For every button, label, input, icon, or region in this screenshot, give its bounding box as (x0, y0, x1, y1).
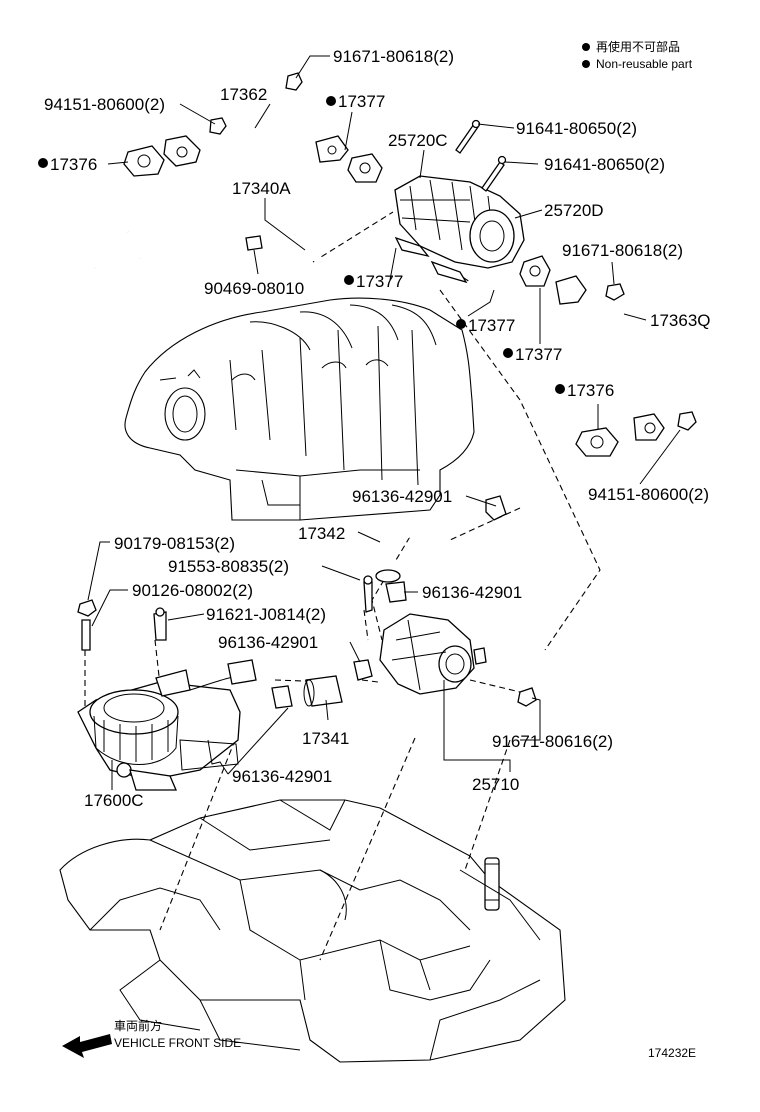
non-reusable-marker-icon (344, 275, 354, 285)
lower-parts-drawing (77, 495, 537, 791)
part-label: 91671-80618(2) (562, 241, 683, 260)
part-label: 96136-42901 (218, 633, 318, 652)
part-label: 94151-80600(2) (44, 95, 165, 114)
non-reusable-marker-icon (326, 96, 336, 106)
part-label: 90179-08153(2) (114, 534, 235, 553)
non-reusable-marker-icon (38, 158, 48, 168)
part-label: 17376 (567, 381, 614, 400)
part-label: 17342 (298, 524, 345, 543)
vehicle-front-label: VEHICLE FRONT SIDE (114, 1036, 241, 1050)
part-label: 91671-80616(2) (492, 732, 613, 751)
part-label: 90126-08002(2) (132, 581, 253, 600)
part-label: 25710 (472, 775, 519, 794)
diagram-id: 174232E (648, 1046, 696, 1060)
vehicle-front-label-jp: 車両前方 (114, 1018, 162, 1033)
part-label: 17377 (356, 272, 403, 291)
part-label: 17600C (84, 791, 144, 810)
part-label: 91641-80650(2) (544, 155, 665, 174)
non-reusable-marker-icon (456, 319, 466, 329)
engine-block-drawing (59, 799, 566, 1063)
vehicle-front-arrow-icon (62, 1034, 112, 1058)
part-label: 25720D (544, 201, 604, 220)
part-label: 17377 (468, 316, 515, 335)
part-label: 17341 (302, 729, 349, 748)
part-label: 17377 (515, 345, 562, 364)
legend-note-en: Non-reusable part (596, 57, 693, 71)
non-reusable-marker-icon (582, 60, 590, 68)
part-label: 17377 (338, 92, 385, 111)
non-reusable-markers (38, 96, 565, 394)
part-label: 90469-08010 (204, 279, 304, 298)
part-label: 91621-J0814(2) (206, 605, 326, 624)
footer: 車両前方 VEHICLE FRONT SIDE 174232E (62, 1018, 696, 1060)
leader-lines (87, 55, 681, 790)
non-reusable-marker-icon (503, 348, 513, 358)
part-label: 17340A (232, 179, 291, 198)
legend: 再使用不可部品 Non-reusable part (582, 39, 693, 71)
part-label: 96136-42901 (232, 767, 332, 786)
part-label: 96136-42901 (352, 487, 452, 506)
upper-parts-drawing (77, 72, 697, 457)
part-label: 94151-80600(2) (588, 485, 709, 504)
non-reusable-marker-icon (582, 43, 590, 51)
part-labels: 91671-80618(2) 94151-80600(2) 17362 1737… (44, 47, 711, 810)
part-label: 17363Q (650, 311, 711, 330)
non-reusable-marker-icon (555, 384, 565, 394)
part-label: 25720C (388, 131, 448, 150)
part-label: 91671-80618(2) (333, 47, 454, 66)
part-label: 96136-42901 (422, 583, 522, 602)
intake-manifold-drawing (124, 297, 475, 521)
part-label: 91553-80835(2) (168, 557, 289, 576)
part-label: 17362 (220, 85, 267, 104)
legend-note-jp: 再使用不可部品 (596, 39, 680, 54)
part-label: 17376 (50, 155, 97, 174)
part-label: 91641-80650(2) (516, 119, 637, 138)
